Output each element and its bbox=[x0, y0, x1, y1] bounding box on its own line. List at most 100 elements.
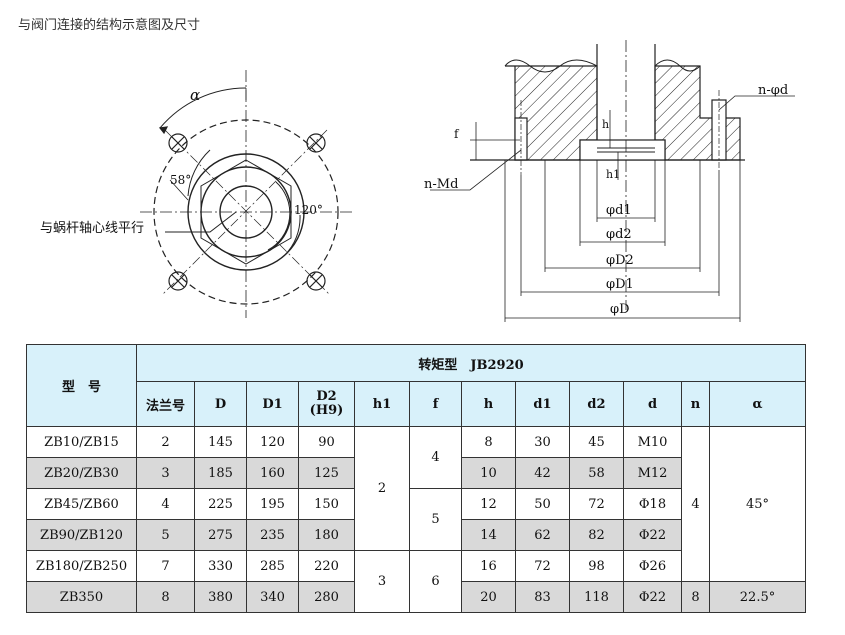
angle-120-label: 120° bbox=[294, 203, 323, 217]
flange-section-view bbox=[430, 40, 795, 322]
flange-top-view bbox=[140, 70, 352, 318]
cell-n-merged: 4 bbox=[681, 426, 710, 582]
cell-d1: 50 bbox=[515, 488, 570, 520]
cell-D: 380 bbox=[194, 581, 247, 613]
spec-table: 型 号 转矩型 JB2920 法兰号 D D1 D2(H9) h1 f h d1… bbox=[26, 344, 807, 613]
cell-D1: 235 bbox=[246, 519, 299, 551]
cell-d: M10 bbox=[623, 426, 682, 458]
cell-d: Φ26 bbox=[623, 550, 682, 582]
cell-d1: 42 bbox=[515, 457, 570, 489]
col-flange: 法兰号 bbox=[136, 381, 195, 427]
cell-flange: 2 bbox=[136, 426, 195, 458]
D-label: φD bbox=[610, 302, 630, 317]
cell-D: 225 bbox=[194, 488, 247, 520]
col-d2: d2 bbox=[569, 381, 624, 427]
cell-d2: 72 bbox=[569, 488, 624, 520]
cell-h1-merged: 3 bbox=[354, 550, 410, 613]
cell-d2: 118 bbox=[569, 581, 624, 613]
table-row: ZB45/ZB60 4 225 195 150 5 12 50 72 Φ18 bbox=[26, 488, 806, 551]
table-row: ZB10/ZB15 2 145 120 90 2 4 8 30 45 M10 4… bbox=[26, 426, 807, 582]
cell-d2: 45 bbox=[569, 426, 624, 458]
page-title: 与阀门连接的结构示意图及尺寸 bbox=[18, 18, 201, 33]
cell-d2: 98 bbox=[569, 550, 624, 582]
cell-D2: 220 bbox=[298, 550, 355, 582]
cell-alpha-merged: 45° bbox=[708, 426, 807, 582]
col-D2: D2(H9) bbox=[298, 381, 355, 427]
alpha-label: α bbox=[190, 86, 200, 104]
cell-D1: 340 bbox=[246, 581, 299, 613]
cell-flange: 5 bbox=[136, 519, 195, 551]
col-h: h bbox=[461, 381, 516, 427]
cell-flange: 3 bbox=[136, 457, 195, 489]
cell-model: ZB90/ZB120 bbox=[26, 519, 137, 551]
header-type: 转矩型 JB2920 bbox=[135, 344, 807, 382]
cell-h: 10 bbox=[461, 457, 516, 489]
header-model: 型 号 bbox=[26, 344, 137, 427]
cell-h1-merged: 2 bbox=[354, 426, 410, 551]
cell-d1: 30 bbox=[515, 426, 570, 458]
col-alpha: α bbox=[708, 381, 807, 427]
d1-label: φd1 bbox=[606, 203, 632, 218]
n-phi-d-label: n-φd bbox=[758, 83, 788, 98]
cell-f-merged: 6 bbox=[409, 550, 462, 613]
col-h1: h1 bbox=[354, 381, 410, 427]
h1-label: h1 bbox=[606, 168, 620, 181]
n-Md-label: n-Md bbox=[424, 177, 458, 192]
cell-D1: 160 bbox=[246, 457, 299, 489]
cell-d2: 82 bbox=[569, 519, 624, 551]
flange-drawing: α 58° 120° 与蜗杆轴心线平行 bbox=[40, 40, 795, 322]
cell-model: ZB20/ZB30 bbox=[26, 457, 137, 489]
cell-D: 185 bbox=[194, 457, 247, 489]
col-n: n bbox=[681, 381, 710, 427]
cell-D2: 180 bbox=[298, 519, 355, 551]
cell-d: Φ22 bbox=[623, 581, 682, 613]
cell-D2: 150 bbox=[298, 488, 355, 520]
cell-h: 14 bbox=[461, 519, 516, 551]
cell-D2: 280 bbox=[298, 581, 355, 613]
table-row: ZB180/ZB250 7 330 285 220 3 6 16 72 98 Φ… bbox=[26, 550, 806, 613]
cell-d: M12 bbox=[623, 457, 682, 489]
col-D1: D1 bbox=[246, 381, 299, 427]
col-d: d bbox=[623, 381, 682, 427]
col-D2-label: D2 bbox=[316, 389, 337, 404]
table-row: ZB90/ZB120 5 275 235 180 14 62 82 Φ22 bbox=[26, 519, 806, 551]
cell-D: 145 bbox=[194, 426, 247, 458]
cell-d: Φ22 bbox=[623, 519, 682, 551]
cell-model: ZB10/ZB15 bbox=[26, 426, 137, 458]
cell-n: 8 bbox=[681, 581, 710, 613]
cell-alpha: 22.5° bbox=[708, 581, 807, 613]
drive-hexagon bbox=[200, 159, 292, 265]
cell-d2: 58 bbox=[569, 457, 624, 489]
cell-h: 16 bbox=[461, 550, 516, 582]
cell-h: 12 bbox=[461, 488, 516, 520]
cell-h: 20 bbox=[461, 581, 516, 613]
angle-58-label: 58° bbox=[170, 173, 191, 187]
table-row: ZB20/ZB30 3 185 160 125 10 42 58 M12 bbox=[26, 457, 806, 489]
cell-d1: 83 bbox=[515, 581, 570, 613]
cell-D1: 195 bbox=[246, 488, 299, 520]
cell-D2: 90 bbox=[298, 426, 355, 458]
cell-flange: 8 bbox=[136, 581, 195, 613]
cell-model: ZB45/ZB60 bbox=[26, 488, 137, 520]
D2-label: φD2 bbox=[606, 253, 634, 268]
cell-d1: 72 bbox=[515, 550, 570, 582]
col-f: f bbox=[409, 381, 462, 427]
table-row: ZB350 8 380 340 280 20 83 118 Φ22 8 22.5… bbox=[26, 581, 807, 613]
D1-label: φD1 bbox=[606, 277, 634, 292]
cell-D1: 285 bbox=[246, 550, 299, 582]
cell-flange: 4 bbox=[136, 488, 195, 520]
cell-D: 330 bbox=[194, 550, 247, 582]
f-label: f bbox=[454, 127, 460, 141]
col-D2-tol: (H9) bbox=[309, 403, 344, 418]
cell-D1: 120 bbox=[246, 426, 299, 458]
cell-f-merged: 5 bbox=[409, 488, 462, 551]
cell-D: 275 bbox=[194, 519, 247, 551]
cell-f-merged: 4 bbox=[409, 426, 462, 489]
cell-d: Φ18 bbox=[623, 488, 682, 520]
cell-flange: 7 bbox=[136, 550, 195, 582]
col-D: D bbox=[194, 381, 247, 427]
cell-h: 8 bbox=[461, 426, 516, 458]
parallel-note: 与蜗杆轴心线平行 bbox=[40, 220, 144, 236]
col-d1: d1 bbox=[515, 381, 570, 427]
h-label: h bbox=[602, 118, 609, 131]
